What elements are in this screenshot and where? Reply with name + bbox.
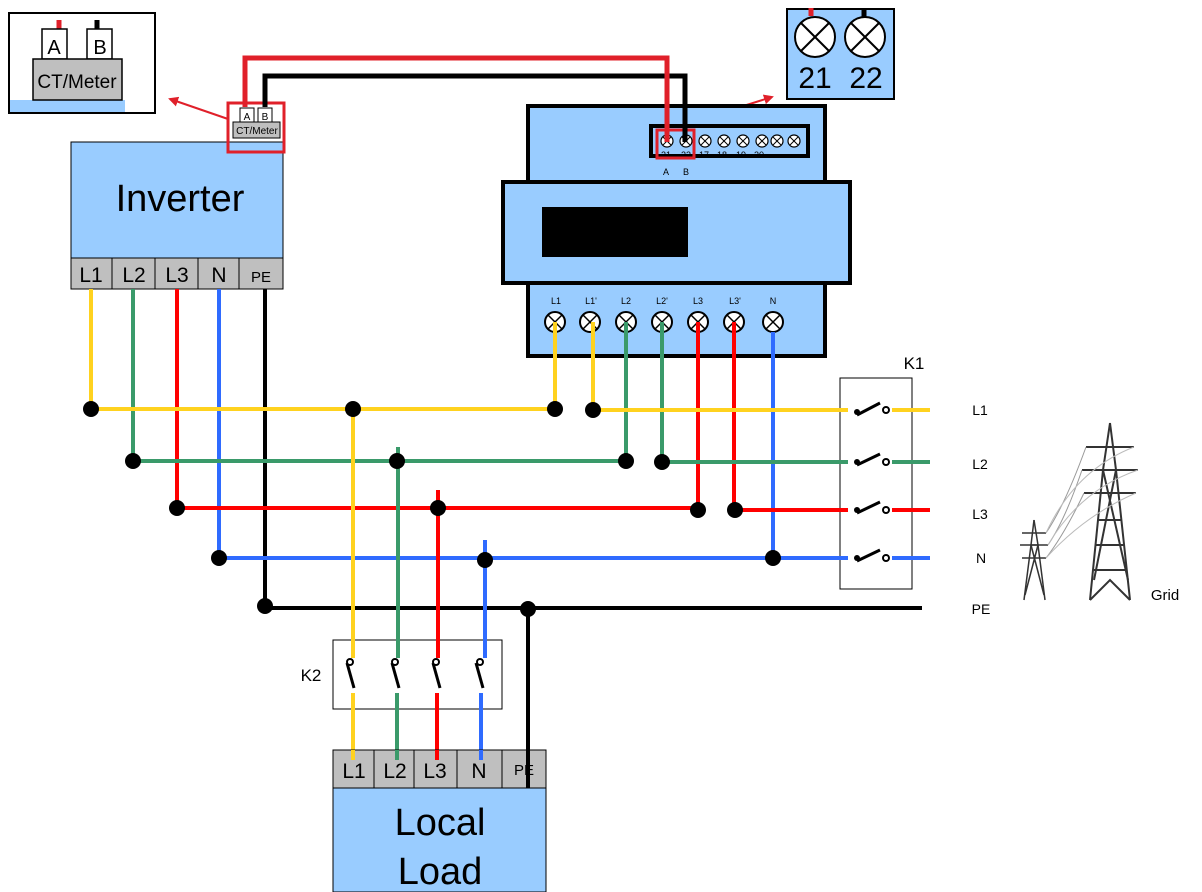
load-terminal-pe: PE: [514, 762, 534, 779]
local-load-title-line2: Load: [398, 851, 483, 892]
inset-label-a: A: [47, 37, 61, 59]
inverter-terminal-strip: L1 L2 L3 N PE: [70, 257, 284, 290]
meter-terminal-l1p: L1': [585, 296, 597, 306]
meter-rs485-19: 19: [736, 150, 746, 160]
rs485-wire-b: [262, 73, 688, 142]
callout-arrow-ct: [168, 96, 229, 120]
grid-line-pe: PE: [972, 601, 991, 617]
inverter-port-b: B: [262, 112, 269, 123]
meter-terminal-l2: L2: [621, 296, 631, 306]
meter-power-terminals: L1 L1' L2 L2' L3 L3' N: [544, 296, 784, 333]
grid-line-l1: L1: [972, 402, 988, 418]
meter-rs485-b: B: [683, 167, 689, 177]
meter-terminal-l2p: L2': [656, 296, 668, 306]
rs485-wire-a: [242, 55, 670, 142]
inset-terminal-22: 22: [849, 62, 882, 95]
inverter-terminal-n: N: [211, 264, 226, 287]
inset-meter-rs485: 21 22: [786, 8, 895, 100]
load-terminal-l2: L2: [383, 760, 406, 783]
energy-meter: 21 22 17 18 19 20 A B L1 L1' L2 L2' L3 L…: [501, 104, 852, 358]
meter-terminal-l3: L3: [693, 296, 703, 306]
inverter-terminal-l2: L2: [122, 264, 145, 287]
k2-switches: [343, 658, 492, 693]
n-wiring: [217, 289, 930, 790]
meter-terminal-l3p: L3': [729, 296, 741, 306]
local-load-title-line1: Local: [395, 802, 486, 844]
grid-line-l3: L3: [972, 506, 988, 522]
inset-ct-meter-port: A B CT/Meter: [8, 12, 156, 114]
meter-rs485-block: 21 22 17 18 19 20 A B: [649, 124, 810, 177]
inverter-terminal-l3: L3: [165, 264, 188, 287]
grid-line-labels: L1 L2 L3 N PE: [972, 402, 991, 617]
meter-rs485-18: 18: [717, 150, 727, 160]
inset-terminal-21: 21: [798, 62, 831, 95]
load-terminal-l3: L3: [423, 760, 446, 783]
meter-rs485-21: 21: [661, 150, 671, 160]
junction-dots: [83, 401, 781, 617]
transmission-tower-icon: [1020, 422, 1139, 601]
meter-rs485-20: 20: [754, 150, 764, 160]
k2-label: K2: [301, 666, 322, 685]
k1-switches: [848, 400, 892, 568]
inverter-terminal-pe: PE: [251, 269, 271, 286]
meter-terminal-n: N: [770, 296, 777, 306]
inverter-terminal-l1: L1: [79, 264, 102, 287]
load-terminal-n: N: [471, 760, 486, 783]
meter-rs485-17: 17: [699, 150, 709, 160]
inset-ct-meter-label: CT/Meter: [37, 72, 117, 93]
grid-label: Grid: [1151, 587, 1179, 604]
l2-wiring: [131, 289, 930, 790]
meter-rs485-22: 22: [681, 150, 691, 160]
local-load: L1 L2 L3 N PE Local Load: [332, 749, 547, 892]
meter-terminal-l1: L1: [551, 296, 561, 306]
meter-display: [542, 207, 688, 257]
grid-line-n: N: [976, 550, 986, 566]
inverter-title: Inverter: [116, 178, 245, 220]
inverter: Inverter L1 L2 L3 N PE A B CT/Meter: [70, 101, 286, 290]
k1-label: K1: [904, 354, 925, 373]
inverter-ct-meter-port: A B CT/Meter: [226, 101, 286, 154]
inverter-port-a: A: [244, 112, 251, 123]
grid-line-l2: L2: [972, 456, 988, 472]
inset-label-b: B: [93, 37, 106, 59]
l1-wiring: [89, 289, 930, 790]
local-load-terminal-strip: L1 L2 L3 N PE: [332, 749, 547, 789]
meter-rs485-a: A: [663, 167, 669, 177]
load-terminal-l1: L1: [342, 760, 365, 783]
inverter-port-label: CT/Meter: [236, 126, 278, 137]
